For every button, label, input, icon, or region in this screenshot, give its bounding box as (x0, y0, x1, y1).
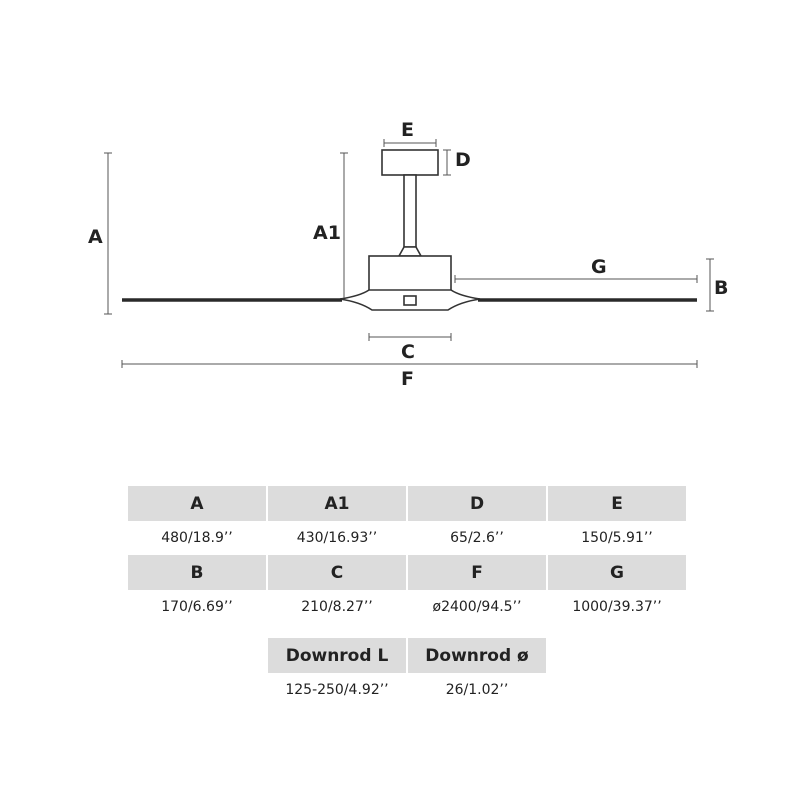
dim-a-label: A (88, 226, 103, 248)
downrod (403, 174, 417, 248)
downrod-coupler (397, 246, 423, 257)
spec-header-b: B (128, 555, 266, 590)
spec-header-g: G (548, 555, 686, 590)
spec-value-a1: 430/16.93’’ (296, 530, 378, 546)
dim-b-label: B (714, 277, 728, 299)
spec-value-c: 210/8.27’’ (301, 599, 373, 615)
spec-value-downrod-diameter: 26/1.02’’ (445, 682, 509, 698)
spec-value-f: ø2400/94.5’’ (432, 599, 522, 615)
spec-header-e: E (548, 486, 686, 521)
spec-header-downrod-diameter: Downrod ø (408, 638, 546, 673)
fan-dimension-diagram: A A1 E D G B C F (88, 119, 728, 390)
dim-e-label: E (401, 119, 414, 141)
spec-value-downrod-length: 125-250/4.92’’ (285, 682, 389, 698)
dim-f-label: F (401, 368, 414, 390)
spec-value-d: 65/2.6’’ (450, 530, 504, 546)
spec-value-g: 1000/39.37’’ (572, 599, 662, 615)
spec-value-e: 150/5.91’’ (581, 530, 653, 546)
dim-g-label: G (591, 256, 607, 278)
spec-header-d: D (408, 486, 546, 521)
spec-header-downrod-length: Downrod L (268, 638, 406, 673)
dim-c-label: C (401, 341, 415, 363)
ceiling-canopy (381, 149, 439, 176)
spec-header-a1: A1 (268, 486, 406, 521)
spec-header-a: A (128, 486, 266, 521)
spec-value-b: 170/6.69’’ (161, 599, 233, 615)
dim-d-label: D (455, 149, 471, 171)
spec-value-a: 480/18.9’’ (161, 530, 233, 546)
hub-center (403, 295, 417, 306)
spec-header-f: F (408, 555, 546, 590)
dim-a1-label: A1 (313, 222, 341, 244)
spec-header-c: C (268, 555, 406, 590)
